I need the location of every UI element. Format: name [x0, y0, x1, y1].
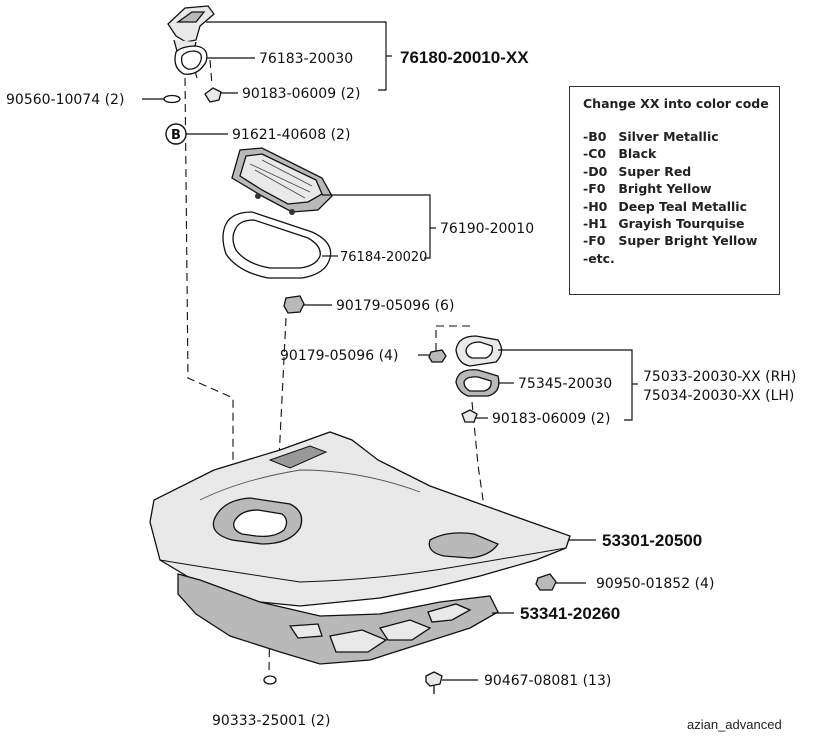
label-90179-right: 90179-05096 (4) [280, 348, 398, 364]
legend-color-name: Super Red [618, 163, 692, 179]
legend-code: -etc. [583, 250, 615, 266]
leader-lines [142, 21, 638, 681]
label-91621: 91621-40608 (2) [232, 127, 350, 143]
label-90467: 90467-08081 (13) [484, 673, 611, 689]
legend-color-name: Bright Yellow [618, 181, 712, 197]
legend-item: -F0 Bright Yellow [583, 180, 779, 197]
nut-90179-right [428, 349, 447, 363]
legend-code: -F0 [583, 181, 606, 197]
watermark-text: azian_advanced [687, 717, 782, 732]
label-90183-top: 90183-06009 (2) [242, 86, 360, 102]
legend-code: -H0 [583, 198, 608, 214]
legend-color-name: Deep Teal Metallic [618, 198, 747, 214]
callout-b-letter: B [171, 128, 181, 143]
label-76180: 76180-20010-XX [400, 48, 529, 67]
legend-item: -etc. [583, 250, 779, 267]
legend-code: -B0 [583, 129, 607, 144]
hood-insulator-part [177, 573, 499, 665]
legend-item: -B0 Silver Metallic [583, 128, 779, 145]
clip-90183-top [204, 87, 222, 103]
label-75345: 75345-20030 [518, 376, 612, 392]
legend-item: -H0 Deep Teal Metallic [583, 198, 779, 215]
side-scoop-part [455, 335, 503, 367]
label-90179-center: 90179-05096 (6) [336, 298, 454, 314]
legend-list: -B0 Silver Metallic -C0 Black -D0 Super … [583, 128, 779, 267]
label-90333: 90333-25001 (2) [212, 713, 330, 729]
label-90950: 90950-01852 (4) [596, 576, 714, 592]
grommet-90333 [263, 675, 277, 685]
label-76190: 76190-20010 [440, 221, 534, 237]
label-75034: 75034-20030-XX (LH) [643, 388, 794, 404]
label-76183: 76183-20030 [259, 51, 353, 67]
legend-item: -C0 Black [583, 145, 779, 162]
legend-code: -F0 [583, 233, 606, 249]
legend-code: -H1 [583, 216, 608, 232]
callout-b-icon: B [165, 123, 187, 145]
clip-90950 [535, 573, 557, 591]
legend-item: -H1 Grayish Tourquise [583, 215, 779, 232]
hood-vent-grille-part [231, 147, 333, 215]
legend-color-name: Black [618, 146, 657, 162]
legend-color-name: Silver Metallic [618, 129, 719, 144]
label-53341: 53341-20260 [520, 604, 620, 623]
scoop-gasket-part [174, 45, 208, 75]
nut-90179-center [283, 295, 305, 314]
side-scoop-gasket-part [455, 369, 500, 397]
legend-color-name: Grayish Tourquise [618, 216, 745, 232]
clip-90467 [425, 671, 443, 694]
color-code-legend: Change XX into color code -B0 Silver Met… [569, 86, 780, 295]
label-90560: 90560-10074 (2) [6, 92, 124, 108]
washer-90560 [163, 94, 181, 104]
label-75033: 75033-20030-XX (RH) [643, 369, 796, 385]
hood-panel-part [149, 431, 571, 607]
clip-90183-right [461, 409, 478, 423]
legend-code: -C0 [583, 146, 607, 162]
legend-item: -F0 Super Bright Yellow [583, 232, 779, 249]
legend-code: -D0 [583, 163, 608, 179]
part-number-labels: 76183-20030 76180-20010-XX 90560-10074 (… [6, 48, 796, 729]
label-90183-right: 90183-06009 (2) [492, 411, 610, 427]
legend-item: -D0 Super Red [583, 163, 779, 180]
vent-gasket-part [222, 211, 332, 279]
label-53301: 53301-20500 [602, 531, 702, 550]
legend-title: Change XX into color code [583, 96, 769, 111]
legend-color-name: Super Bright Yellow [618, 233, 758, 249]
label-76184: 76184-20020 [340, 250, 427, 265]
